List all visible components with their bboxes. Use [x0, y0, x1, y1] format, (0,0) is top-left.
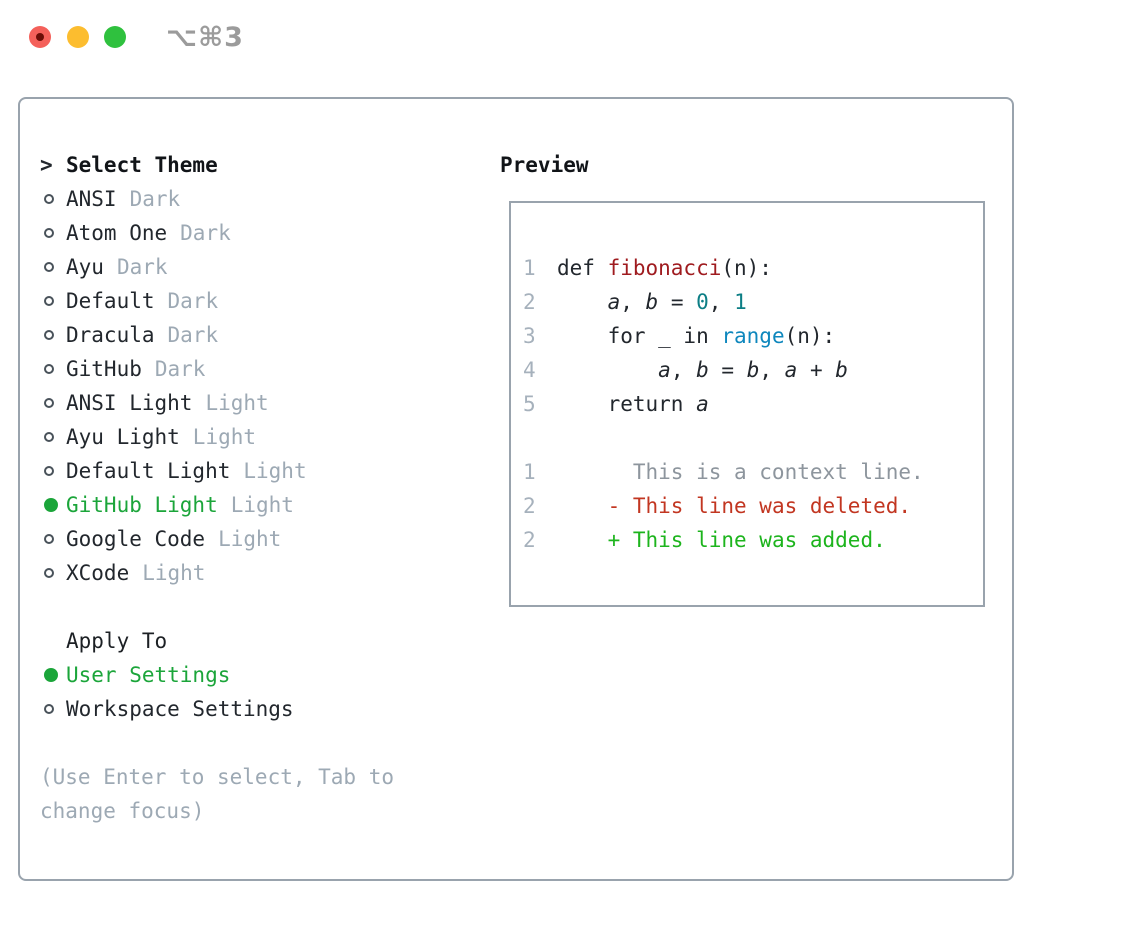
line-number: 2	[523, 290, 536, 314]
diff-deleted-line: 2 - This line was deleted.	[523, 489, 971, 523]
window-title: ⌥⌘3	[166, 22, 244, 53]
radio-icon	[40, 228, 66, 238]
radio-icon	[40, 262, 66, 272]
apply-to-header-row: Apply To	[40, 624, 486, 658]
apply-option-workspace-settings[interactable]: Workspace Settings	[40, 692, 486, 726]
theme-option-dracula-dark[interactable]: Dracula Dark	[40, 318, 486, 352]
theme-name: ANSI Light	[66, 391, 193, 415]
theme-option-default-light[interactable]: Default Light Light	[40, 454, 486, 488]
diff-added-line: 2 + This line was added.	[523, 523, 971, 557]
preview-title: Preview	[500, 153, 589, 177]
code-line: 4 a, b = b, a + b	[523, 353, 971, 387]
minimize-button[interactable]	[67, 26, 89, 48]
radio-icon	[40, 466, 66, 476]
radio-selected-icon	[40, 668, 66, 682]
theme-variant: Dark	[154, 357, 206, 381]
diff-context-line: 1 This is a context line.	[523, 455, 971, 489]
line-number: 4	[523, 358, 536, 382]
title-bar: ⌥⌘3	[0, 0, 1140, 97]
theme-option-ayu-dark[interactable]: Ayu Dark	[40, 250, 486, 284]
theme-option-ansi-dark[interactable]: ANSI Dark	[40, 182, 486, 216]
theme-name: Ayu	[66, 255, 104, 279]
line-number: 3	[523, 324, 536, 348]
line-number: 1	[523, 460, 536, 484]
close-button[interactable]	[29, 26, 51, 48]
radio-icon	[40, 704, 66, 714]
theme-variant: Dark	[129, 187, 181, 211]
radio-icon	[40, 398, 66, 408]
theme-option-xcode[interactable]: XCode Light	[40, 556, 486, 590]
theme-name: Default Light	[66, 459, 231, 483]
apply-option-label: User Settings	[66, 663, 231, 687]
theme-name: Atom One	[66, 221, 168, 245]
radio-icon	[40, 296, 66, 306]
theme-variant: Light	[243, 459, 307, 483]
theme-option-google-code[interactable]: Google Code Light	[40, 522, 486, 556]
code-line: 5 return a	[523, 387, 971, 421]
theme-option-ayu-light[interactable]: Ayu Light Light	[40, 420, 486, 454]
code-line: 1 def fibonacci(n):	[523, 251, 971, 285]
theme-option-github-light[interactable]: GitHub Light Light	[40, 488, 486, 522]
theme-option-ansi-light[interactable]: ANSI Light Light	[40, 386, 486, 420]
radio-icon	[40, 432, 66, 442]
select-theme-header-row: > Select Theme	[40, 148, 486, 182]
close-dot-icon	[36, 33, 44, 41]
line-number: 1	[523, 256, 536, 280]
theme-variant: Light	[230, 493, 294, 517]
theme-option-github-dark[interactable]: GitHub Dark	[40, 352, 486, 386]
apply-option-user-settings[interactable]: User Settings	[40, 658, 486, 692]
code-line: 2 a, b = 0, 1	[523, 285, 971, 319]
radio-icon	[40, 194, 66, 204]
theme-variant: Dark	[180, 221, 231, 245]
spacer-row	[40, 590, 486, 624]
line-number: 2	[523, 528, 536, 552]
apply-to-title: Apply To	[66, 629, 168, 653]
theme-name: Dracula	[66, 323, 155, 347]
theme-option-atom-one-dark[interactable]: Atom One Dark	[40, 216, 486, 250]
radio-selected-icon	[40, 498, 66, 512]
line-number: 5	[523, 392, 536, 416]
theme-variant: Light	[205, 391, 269, 415]
apply-option-label: Workspace Settings	[66, 697, 294, 721]
maximize-button[interactable]	[104, 26, 126, 48]
hint-line-1: (Use Enter to select, Tab to	[40, 765, 395, 789]
spacer-row	[40, 726, 486, 760]
theme-option-default-dark[interactable]: Default Dark	[40, 284, 486, 318]
theme-variant: Dark	[167, 323, 219, 347]
radio-icon	[40, 534, 66, 544]
radio-icon	[40, 568, 66, 578]
theme-name: GitHub Light	[66, 493, 218, 517]
theme-name: XCode	[66, 561, 130, 585]
hint-line-2: change focus)	[40, 799, 205, 823]
theme-variant: Light	[218, 527, 282, 551]
line-number: 2	[523, 494, 536, 518]
theme-name: Ayu Light	[66, 425, 180, 449]
code-line-blank	[523, 421, 971, 455]
theme-variant: Dark	[116, 255, 168, 279]
theme-variant: Light	[142, 561, 206, 585]
theme-name: GitHub	[66, 357, 142, 381]
theme-variant: Light	[192, 425, 257, 449]
code-line: 3 for _ in range(n):	[523, 319, 971, 353]
theme-name: Default	[66, 289, 155, 313]
theme-variant: Dark	[167, 289, 219, 313]
theme-list: > Select Theme ANSI Dark Atom One Dark A…	[40, 148, 486, 828]
theme-picker-panel: > Select Theme ANSI Dark Atom One Dark A…	[18, 97, 1014, 881]
radio-icon	[40, 364, 66, 374]
theme-name: ANSI	[66, 187, 117, 211]
radio-icon	[40, 330, 66, 340]
theme-name: Google Code	[66, 527, 206, 551]
select-theme-title: Select Theme	[66, 153, 218, 177]
preview-code-box: 1 def fibonacci(n): 2 a, b = 0, 1 3 for …	[509, 201, 985, 607]
prompt-icon: >	[40, 153, 53, 177]
